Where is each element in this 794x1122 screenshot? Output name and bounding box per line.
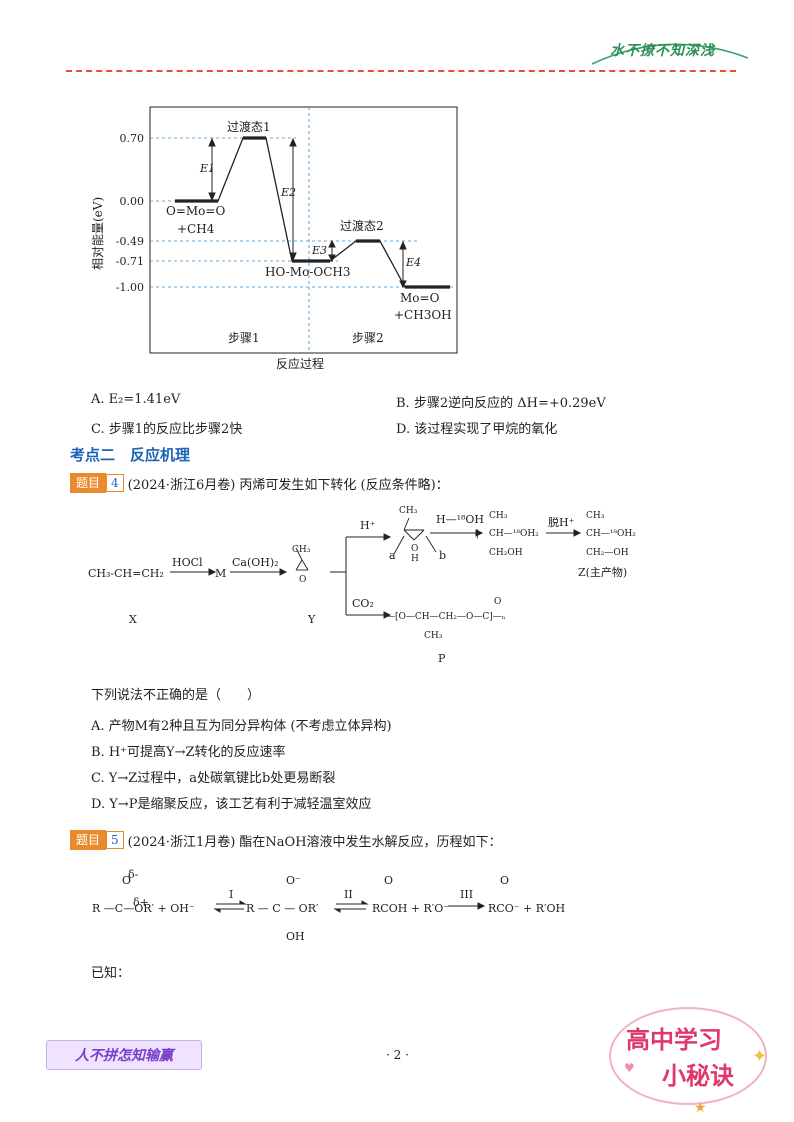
label-reactant: O=Mo=O bbox=[166, 204, 225, 218]
q4-badge: 题目 4 (2024·浙江6月卷) 丙烯可发生如下转化 (反应条件略)： bbox=[70, 473, 449, 493]
svg-text:O: O bbox=[299, 575, 306, 585]
mechanism-step-2: II bbox=[344, 888, 353, 901]
heart-icon: ♥ bbox=[624, 1061, 635, 1075]
svg-text:δ+: δ+ bbox=[133, 896, 149, 909]
q4-option-d: D. Y→P是缩聚反应，该工艺有利于减轻温室效应 bbox=[91, 797, 372, 812]
q5-known: 已知： bbox=[91, 966, 131, 981]
header-divider bbox=[66, 70, 736, 72]
q3-option-b: B. 步骤2逆向反应的 ΔH=+0.29eV bbox=[396, 396, 606, 411]
svg-text:O: O bbox=[494, 597, 501, 607]
label-product: Mo=O bbox=[400, 291, 440, 305]
reagent-hocl: HOCl bbox=[172, 556, 203, 569]
energy-e2: E2 bbox=[280, 186, 296, 199]
q4-option-c: C. Y→Z过程中，a处碳氧键比b处更易断裂 bbox=[91, 771, 336, 786]
deprotonation: 脱H⁺ bbox=[548, 515, 575, 529]
label-intermediate: HO-Mo-OCH3 bbox=[265, 265, 350, 279]
x-axis-label: 反应过程 bbox=[276, 356, 324, 371]
svg-text:O: O bbox=[122, 874, 131, 887]
energy-diagram: 0.70 0.00 -0.49 -0.71 -1.00 相对能量(eV) E1 … bbox=[91, 106, 458, 371]
energy-levels bbox=[175, 136, 450, 289]
sparkle-icon: ✦ bbox=[752, 1046, 767, 1067]
h-plus: H⁺ bbox=[360, 519, 376, 532]
q5-number: 5 bbox=[106, 831, 124, 849]
q5-mechanism: R —C—OR′ + OH⁻ O δ- δ+ R — C — OR′ O⁻ OH… bbox=[92, 868, 565, 943]
q5-badge: 题目 5 (2024·浙江1月卷) 酯在NaOH溶液中发生水解反应，历程如下： bbox=[70, 830, 502, 850]
ytick-049: -0.49 bbox=[116, 235, 144, 248]
svg-text:CH₃: CH₃ bbox=[292, 545, 311, 555]
label-ts1: 过渡态1 bbox=[227, 119, 271, 134]
section-title: 考点二 反应机理 bbox=[70, 446, 191, 464]
logo-line-2: 小秘诀 bbox=[662, 1061, 734, 1090]
ytick-000: 0.00 bbox=[120, 195, 145, 208]
label-step1: 步骤1 bbox=[228, 331, 260, 345]
label-product-2: +CH3OH bbox=[394, 308, 452, 322]
ytick-070: 0.70 bbox=[120, 132, 145, 145]
q4-reaction-scheme: CH₃-CH=CH₂ X HOCl M Ca(OH)₂ Y H⁺ H—¹⁸OH … bbox=[88, 506, 636, 665]
logo-line-1: 高中学习 bbox=[626, 1025, 722, 1054]
label-step2: 步骤2 bbox=[352, 331, 384, 345]
energy-e3: E3 bbox=[311, 244, 327, 257]
svg-text:—[O—CH—CH₂—O—C]—ₙ: —[O—CH—CH₂—O—C]—ₙ bbox=[386, 612, 506, 622]
x-formula: CH₃-CH=CH₂ bbox=[88, 567, 164, 580]
svg-text:OH: OH bbox=[286, 930, 305, 943]
page-number: · 2 · bbox=[386, 1048, 409, 1062]
svg-text:O: O bbox=[411, 544, 418, 554]
svg-text:δ-: δ- bbox=[128, 868, 139, 881]
co2: CO₂ bbox=[352, 597, 374, 610]
q4-option-a: A. 产物M有2种且互为同分异构体 (不考虑立体异构) bbox=[91, 719, 392, 734]
energy-e1: E1 bbox=[199, 162, 215, 175]
y-label: Y bbox=[307, 613, 316, 626]
star-icon: ★ bbox=[694, 1100, 707, 1116]
h18oh: H—¹⁸OH bbox=[436, 513, 484, 526]
x-label: X bbox=[129, 613, 137, 626]
svg-text:CH₃: CH₃ bbox=[586, 511, 605, 521]
svg-text:CH₃: CH₃ bbox=[489, 511, 508, 521]
svg-text:RCOH + R′O⁻: RCOH + R′O⁻ bbox=[372, 902, 449, 915]
svg-text:CH₃: CH₃ bbox=[424, 631, 443, 641]
svg-text:CH₂—OH: CH₂—OH bbox=[586, 548, 629, 558]
site-a: a bbox=[389, 549, 396, 562]
svg-text:O: O bbox=[500, 874, 509, 887]
label-ts2: 过渡态2 bbox=[340, 218, 384, 233]
svg-text:CH—¹⁸OH₂: CH—¹⁸OH₂ bbox=[586, 529, 636, 539]
q5-badge-label: 题目 bbox=[70, 830, 107, 850]
energy-e4: E4 bbox=[405, 256, 421, 269]
q3-option-d: D. 该过程实现了甲烷的氧化 bbox=[396, 422, 558, 437]
q4-number: 4 bbox=[106, 474, 124, 492]
ytick-071: -0.71 bbox=[116, 255, 144, 268]
svg-text:RCO⁻ + R′OH: RCO⁻ + R′OH bbox=[488, 902, 565, 915]
site-b: b bbox=[439, 549, 446, 562]
mechanism-step-3: III bbox=[460, 888, 473, 901]
stamp-arc bbox=[591, 43, 749, 65]
mechanism-step-1: I bbox=[229, 888, 233, 901]
q3-option-a: A. E₂=1.41eV bbox=[91, 392, 181, 407]
m-label: M bbox=[215, 567, 226, 580]
y-axis-label: 相对能量(eV) bbox=[91, 197, 105, 270]
svg-text:CH—¹⁸OH₂: CH—¹⁸OH₂ bbox=[489, 529, 539, 539]
label-reactant-2: +CH4 bbox=[177, 222, 215, 236]
header-stamp: 水不撩不知深浅 bbox=[610, 43, 715, 59]
q5-text: (2024·浙江1月卷) 酯在NaOH溶液中发生水解反应，历程如下： bbox=[127, 834, 502, 850]
svg-text:O⁻: O⁻ bbox=[286, 874, 301, 887]
svg-text:H: H bbox=[411, 554, 419, 564]
q4-text: (2024·浙江6月卷) 丙烯可发生如下转化 (反应条件略)： bbox=[127, 477, 449, 493]
svg-text:|: | bbox=[476, 529, 479, 539]
p-label: P bbox=[438, 652, 446, 665]
svg-text:CH₂OH: CH₂OH bbox=[489, 548, 523, 558]
reagent-caoh2: Ca(OH)₂ bbox=[232, 556, 279, 569]
svg-text:R — C — OR′: R — C — OR′ bbox=[246, 902, 319, 915]
q4-option-b: B. H⁺可提高Y→Z转化的反应速率 bbox=[91, 745, 286, 760]
q4-badge-label: 题目 bbox=[70, 473, 107, 493]
q4-stem: 下列说法不正确的是（ ） bbox=[91, 688, 261, 703]
z-label: Z(主产物) bbox=[578, 565, 627, 579]
svg-text:R —C—OR′ + OH⁻: R —C—OR′ + OH⁻ bbox=[92, 902, 195, 915]
svg-text:O: O bbox=[384, 874, 393, 887]
footer-motto: 人不拼怎知输赢 bbox=[46, 1040, 202, 1070]
ytick-100: -1.00 bbox=[116, 281, 144, 294]
logo-badge: 高中学习 小秘诀 ✦ ★ ♥ bbox=[609, 1007, 767, 1116]
svg-text:CH₃: CH₃ bbox=[399, 506, 418, 516]
q3-option-c: C. 步骤1的反应比步骤2快 bbox=[91, 422, 243, 437]
